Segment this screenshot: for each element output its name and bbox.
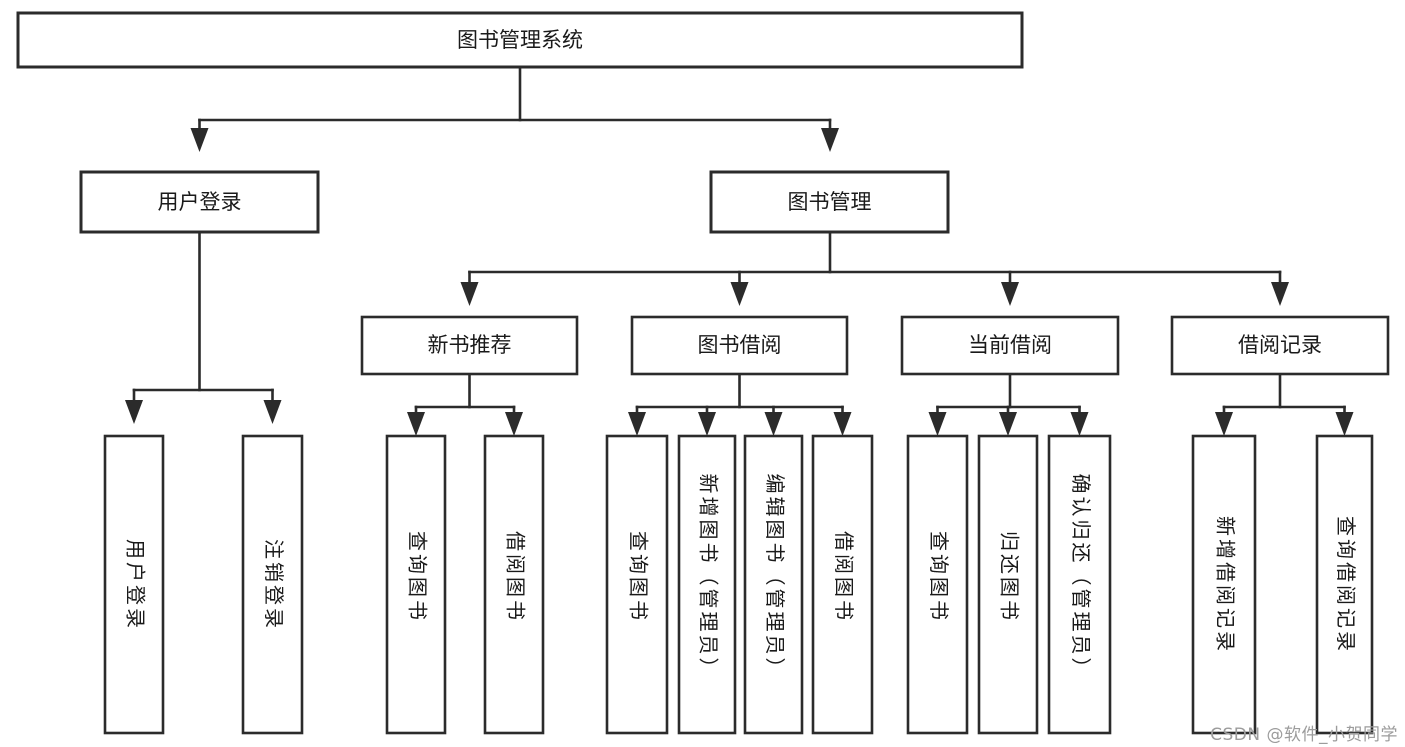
node-leaf-add-book-box[interactable]: [677, 434, 737, 735]
node-leaf-user-login-label: 用户登录: [124, 539, 148, 631]
node-leaf-query-book-recommend[interactable]: 查询图书: [385, 434, 447, 735]
node-book-management-label: 图书管理: [788, 190, 872, 214]
node-leaf-query-book-borrow[interactable]: 查询图书: [605, 434, 669, 735]
arrow-icon-to-book-management: [821, 128, 839, 152]
arrow-icon-to-leaf-borrow-book: [833, 412, 852, 436]
node-leaf-query-borrow-record-box[interactable]: [1315, 434, 1374, 735]
node-leaf-add-book[interactable]: 新增图书（管理员）: [677, 434, 737, 735]
edge-layer: [132, 65, 1346, 414]
arrow-icon-to-leaf-query-borrow-record: [1335, 412, 1354, 436]
node-leaf-edit-book[interactable]: 编辑图书（管理员）: [743, 434, 804, 735]
node-leaf-borrow-book-recommend-label: 借阅图书: [504, 531, 528, 623]
node-book-borrow-label: 图书借阅: [698, 333, 782, 357]
node-borrow-record-box[interactable]: [1170, 315, 1390, 376]
node-leaf-query-borrow-record-label: 查询借阅记录: [1334, 516, 1358, 654]
arrow-icon-to-leaf-query-book-current: [928, 412, 947, 436]
node-leaf-query-borrow-record[interactable]: 查询借阅记录: [1315, 434, 1374, 735]
node-user-login-box[interactable]: [79, 170, 320, 234]
node-root-box[interactable]: [16, 11, 1024, 69]
node-current-borrow-label: 当前借阅: [968, 333, 1052, 357]
node-leaf-user-login[interactable]: 用户登录: [103, 434, 165, 735]
node-book-management-box[interactable]: [709, 170, 950, 234]
node-root-label: 图书管理系统: [457, 28, 583, 52]
arrow-icon-to-leaf-add-book: [698, 412, 716, 436]
node-leaf-return-book[interactable]: 归还图书: [977, 434, 1039, 735]
arrow-icon-to-leaf-confirm-return: [1070, 412, 1089, 436]
node-borrow-record[interactable]: 借阅记录: [1170, 315, 1390, 376]
node-book-borrow-box[interactable]: [630, 315, 849, 376]
node-book-management[interactable]: 图书管理: [709, 170, 950, 234]
arrow-icon-to-leaf-query-book-recommend: [407, 412, 425, 436]
node-leaf-add-book-label: 新增图书（管理员）: [697, 474, 721, 681]
node-leaf-return-book-box[interactable]: [977, 434, 1039, 735]
node-leaf-borrow-book-box[interactable]: [811, 434, 874, 735]
node-leaf-borrow-book-label: 借阅图书: [832, 531, 856, 623]
arrow-icon-to-leaf-user-login: [125, 400, 143, 424]
node-leaf-user-logout[interactable]: 注销登录: [241, 434, 304, 735]
node-current-borrow-box[interactable]: [900, 315, 1120, 376]
node-leaf-query-book-borrow-box[interactable]: [605, 434, 669, 735]
node-leaf-return-book-label: 归还图书: [998, 531, 1022, 623]
node-leaf-edit-book-label: 编辑图书（管理员）: [763, 474, 787, 681]
node-leaf-user-logout-label: 注销登录: [262, 539, 286, 631]
node-leaf-query-book-recommend-label: 查询图书: [406, 531, 430, 623]
arrow-icon-to-borrow-record: [1271, 282, 1289, 306]
node-leaf-add-borrow-record-label: 新增借阅记录: [1214, 516, 1238, 654]
node-new-book-recommend-label: 新书推荐: [428, 333, 512, 357]
node-leaf-edit-book-box[interactable]: [743, 434, 804, 735]
arrow-icon-to-leaf-user-logout: [263, 400, 282, 424]
node-leaf-borrow-book-recommend[interactable]: 借阅图书: [483, 434, 545, 735]
node-new-book-recommend[interactable]: 新书推荐: [360, 315, 579, 376]
node-user-login[interactable]: 用户登录: [79, 170, 320, 234]
node-leaf-query-book-current[interactable]: 查询图书: [906, 434, 969, 735]
node-current-borrow[interactable]: 当前借阅: [900, 315, 1120, 376]
arrow-icon-to-leaf-query-book-borrow: [628, 412, 646, 436]
node-leaf-user-logout-box[interactable]: [241, 434, 304, 735]
arrow-icon-to-leaf-borrow-book-recommend: [505, 412, 523, 436]
node-leaf-confirm-return-label: 确认归还（管理员）: [1069, 474, 1093, 681]
arrow-icon-to-new-book-recommend: [460, 282, 479, 306]
arrow-icon-to-user-login: [190, 128, 209, 152]
arrow-icon-to-current-borrow: [1001, 282, 1019, 306]
node-leaf-query-book-borrow-label: 查询图书: [627, 531, 651, 623]
node-leaf-borrow-book[interactable]: 借阅图书: [811, 434, 874, 735]
node-leaf-borrow-book-recommend-box[interactable]: [483, 434, 545, 735]
node-leaf-query-book-current-box[interactable]: [906, 434, 969, 735]
node-leaf-query-book-recommend-box[interactable]: [385, 434, 447, 735]
node-user-login-label: 用户登录: [158, 190, 242, 214]
node-new-book-recommend-box[interactable]: [360, 315, 579, 376]
node-book-borrow[interactable]: 图书借阅: [630, 315, 849, 376]
arrow-icon-to-leaf-edit-book: [764, 412, 783, 436]
arrow-icon-to-leaf-add-borrow-record: [1215, 412, 1233, 436]
node-leaf-add-borrow-record-box[interactable]: [1191, 434, 1257, 735]
node-leaf-confirm-return[interactable]: 确认归还（管理员）: [1047, 434, 1112, 735]
node-leaf-add-borrow-record[interactable]: 新增借阅记录: [1191, 434, 1257, 735]
arrow-icon-to-leaf-return-book: [999, 412, 1017, 436]
node-leaf-user-login-box[interactable]: [103, 434, 165, 735]
node-leaf-query-book-current-label: 查询图书: [927, 531, 951, 623]
node-leaf-confirm-return-box[interactable]: [1047, 434, 1112, 735]
csdn-watermark: CSDN @软件_小贺同学: [1210, 725, 1398, 745]
arrow-icon-to-book-borrow: [730, 282, 749, 306]
node-borrow-record-label: 借阅记录: [1238, 333, 1322, 357]
node-root[interactable]: 图书管理系统: [16, 11, 1024, 69]
